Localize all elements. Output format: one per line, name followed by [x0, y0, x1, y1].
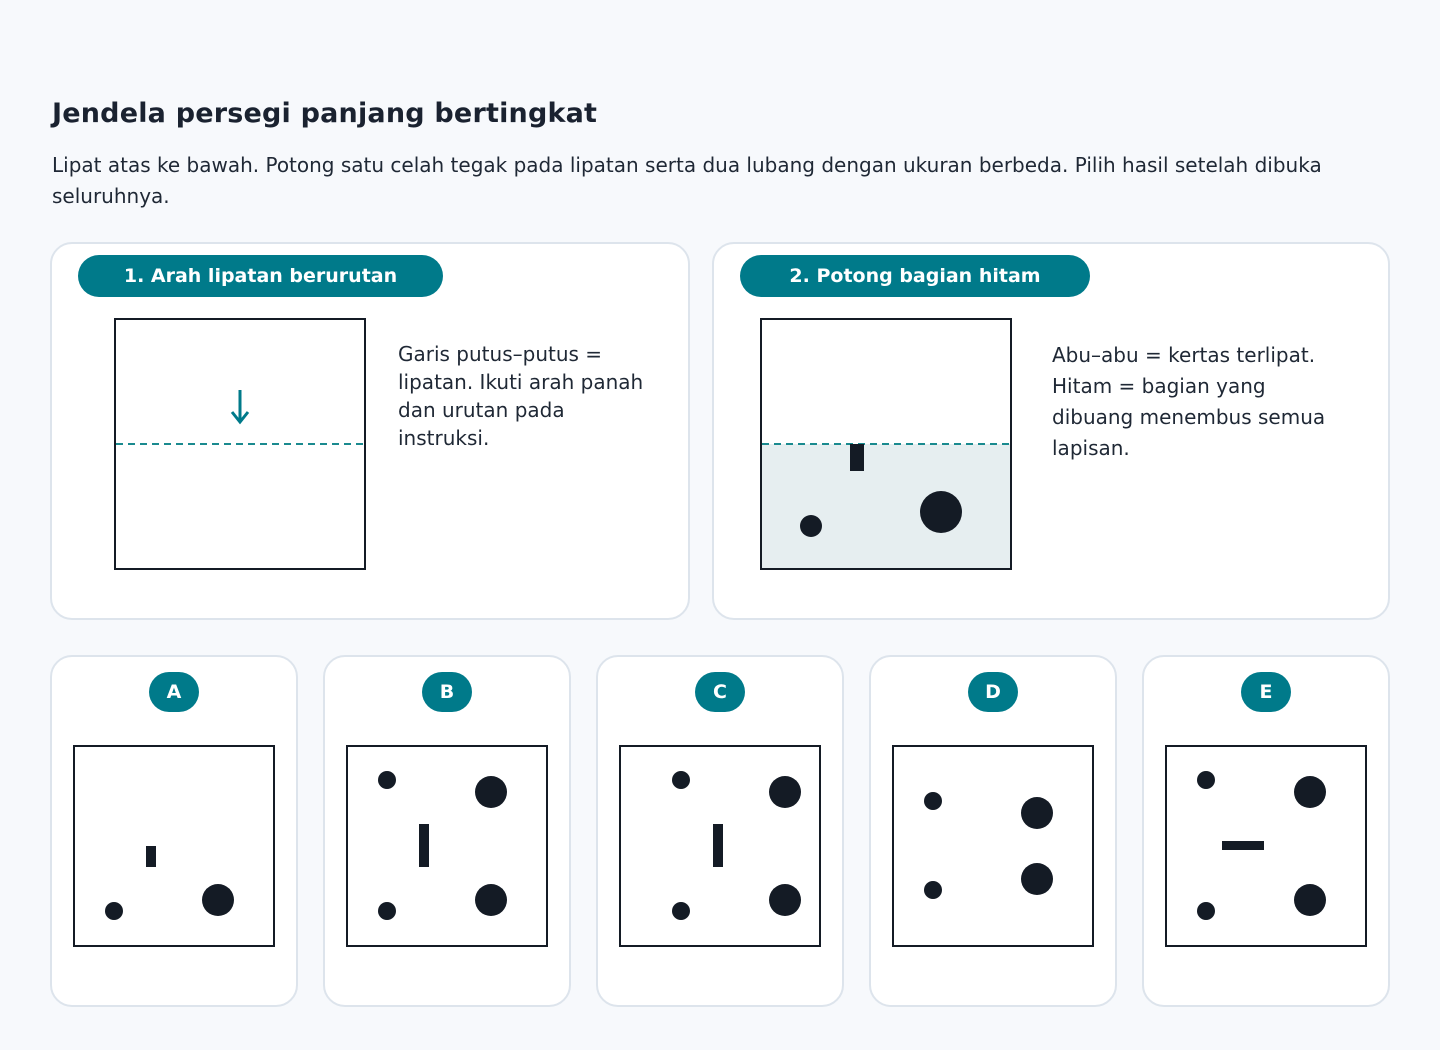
hole-large-top — [475, 776, 507, 808]
option-badge-e: E — [1241, 672, 1291, 712]
page-title: Jendela persegi panjang bertingkat — [52, 98, 598, 129]
cut-hole-large — [920, 491, 962, 533]
cut-slit — [850, 444, 864, 471]
hole-large-top — [769, 776, 801, 808]
hole-small-bottom — [378, 902, 396, 920]
cut-hole-small — [800, 515, 822, 537]
slit — [1222, 841, 1264, 850]
option-diagram-c — [619, 745, 821, 947]
hole-small-top — [378, 771, 396, 789]
slit — [713, 824, 723, 867]
arrow-down-icon — [230, 390, 250, 425]
folded-area — [762, 444, 1010, 568]
option-diagram-a — [73, 745, 275, 947]
option-badge-a: A — [149, 672, 199, 712]
step2-note: Abu–abu = kertas terlipat. Hitam = bagia… — [1052, 343, 1326, 460]
step1-note: Garis putus–putus = lipatan. Ikuti arah … — [398, 342, 644, 450]
option-diagram-b — [346, 745, 548, 947]
hole-large-bottom — [1021, 863, 1053, 895]
hole-small — [105, 902, 123, 920]
hole-large — [202, 884, 234, 916]
step1-diagram — [114, 318, 366, 570]
option-badge-b: B — [422, 672, 472, 712]
hole-large-bottom — [475, 884, 507, 916]
step1-label: 1. Arah lipatan berurutan — [78, 255, 443, 297]
option-diagram-d — [892, 745, 1094, 947]
option-card-d[interactable]: D — [869, 655, 1117, 1007]
hole-large-top — [1294, 776, 1326, 808]
hole-small-top — [672, 771, 690, 789]
hole-large-bottom — [1294, 884, 1326, 916]
step1-card: 1. Arah lipatan berurutan Garis putus–pu… — [50, 242, 690, 620]
hole-small-top — [924, 792, 942, 810]
hole-large-top — [1021, 797, 1053, 829]
option-badge-d: D — [968, 672, 1018, 712]
hole-small-bottom — [1197, 902, 1215, 920]
hole-large-bottom — [769, 884, 801, 916]
slit — [146, 846, 156, 867]
slit — [419, 824, 429, 867]
option-card-b[interactable]: B — [323, 655, 571, 1007]
hole-small-bottom — [924, 881, 942, 899]
option-badge-c: C — [695, 672, 745, 712]
option-diagram-e — [1165, 745, 1367, 947]
hole-small-bottom — [672, 902, 690, 920]
step2-card: 2. Potong bagian hitam Abu–abu = kertas … — [712, 242, 1390, 620]
option-card-a[interactable]: A — [50, 655, 298, 1007]
step2-diagram — [760, 318, 1012, 570]
option-card-c[interactable]: C — [596, 655, 844, 1007]
option-card-e[interactable]: E — [1142, 655, 1390, 1007]
step2-label: 2. Potong bagian hitam — [740, 255, 1090, 297]
instruction-text: Lipat atas ke bawah. Potong satu celah t… — [52, 153, 1322, 208]
hole-small-top — [1197, 771, 1215, 789]
